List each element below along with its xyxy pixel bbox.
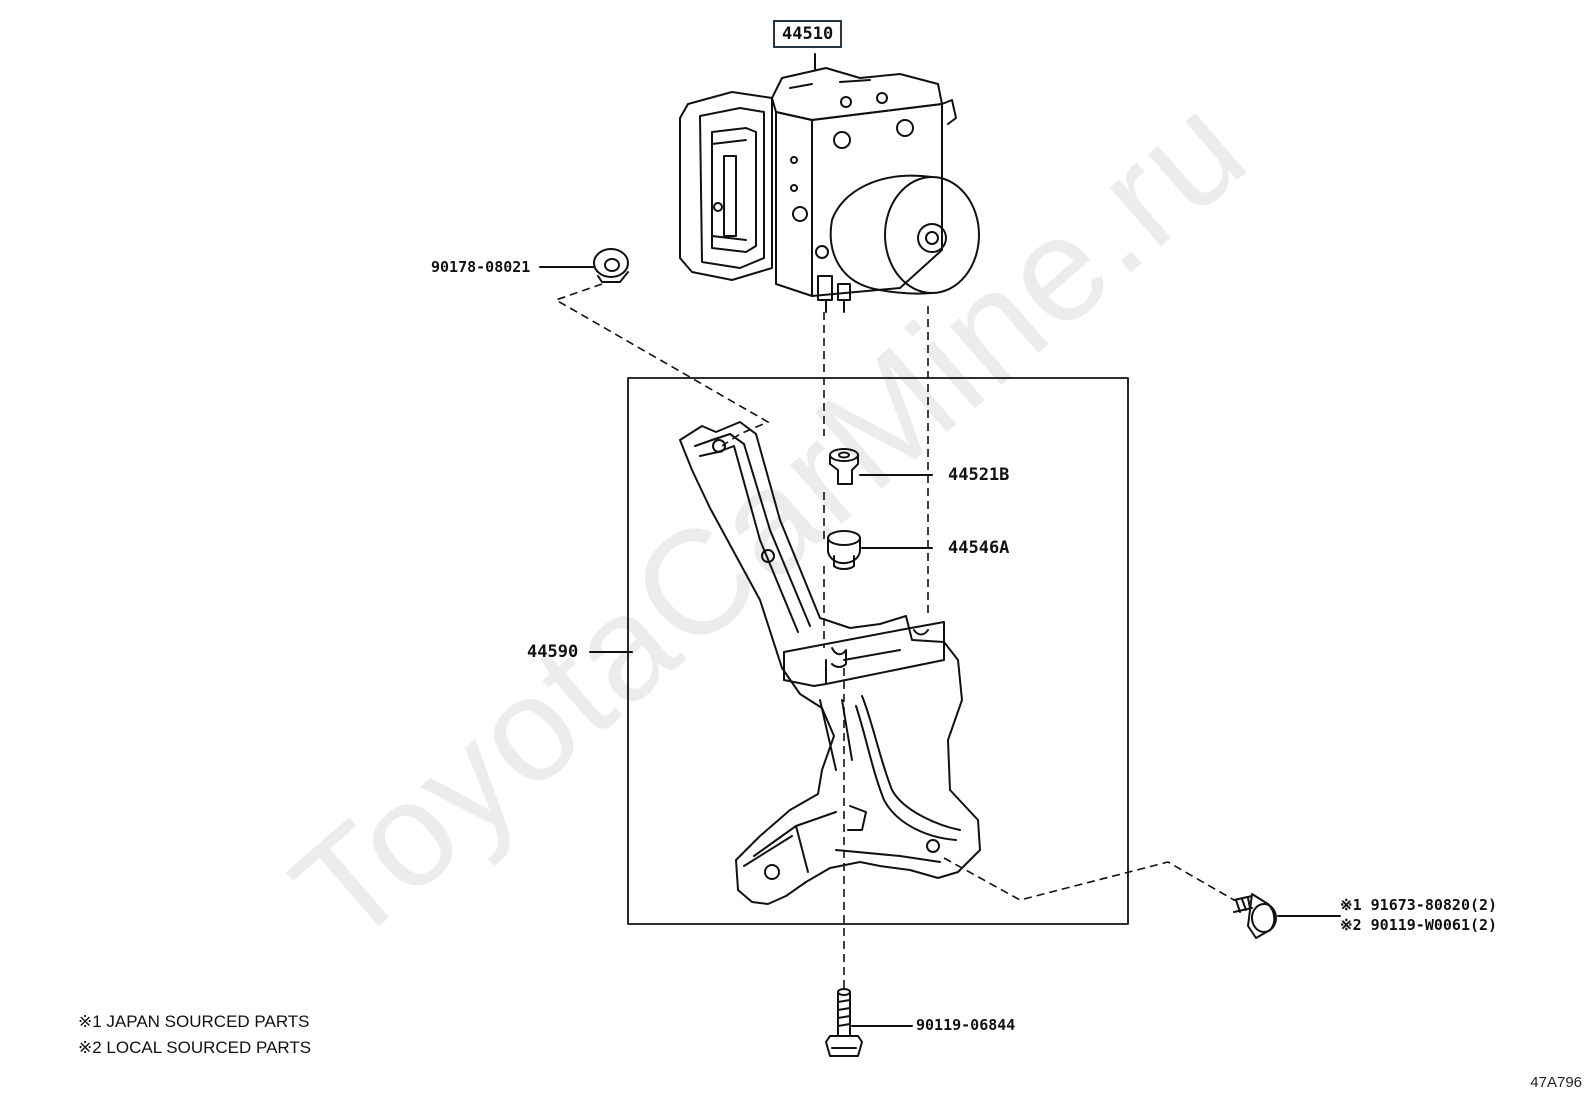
part-label-cushion[interactable]: 44546A [948,538,1010,558]
bolt-side-part [1233,893,1341,939]
diagram-code: 47A796 [1530,1074,1582,1091]
bracket-part [679,421,981,905]
part-label-collar[interactable]: 44521B [948,465,1010,485]
cushion-part [827,530,933,570]
nut-part [539,248,629,283]
abs-actuator [679,67,980,313]
note-local-sourced: ※2 LOCAL SOURCED PARTS [78,1038,312,1057]
part-label-bracket[interactable]: 44590 [527,642,579,662]
collar-part [829,448,933,485]
note-japan-sourced: ※1 JAPAN SOURCED PARTS [78,1012,310,1031]
part-label-44510[interactable]: 44510 [773,20,843,48]
part-label-nut[interactable]: 90178-08021 [431,258,531,276]
part-label-bolt-side-2[interactable]: ※2 90119-W0061(2) [1340,916,1498,934]
bolt-bottom-part [825,988,913,1057]
bracket-frame [627,377,1129,925]
part-label-bolt-bottom[interactable]: 90119-06844 [916,1016,1016,1034]
part-label-bolt-side-1[interactable]: ※1 91673-80820(2) [1340,896,1498,914]
